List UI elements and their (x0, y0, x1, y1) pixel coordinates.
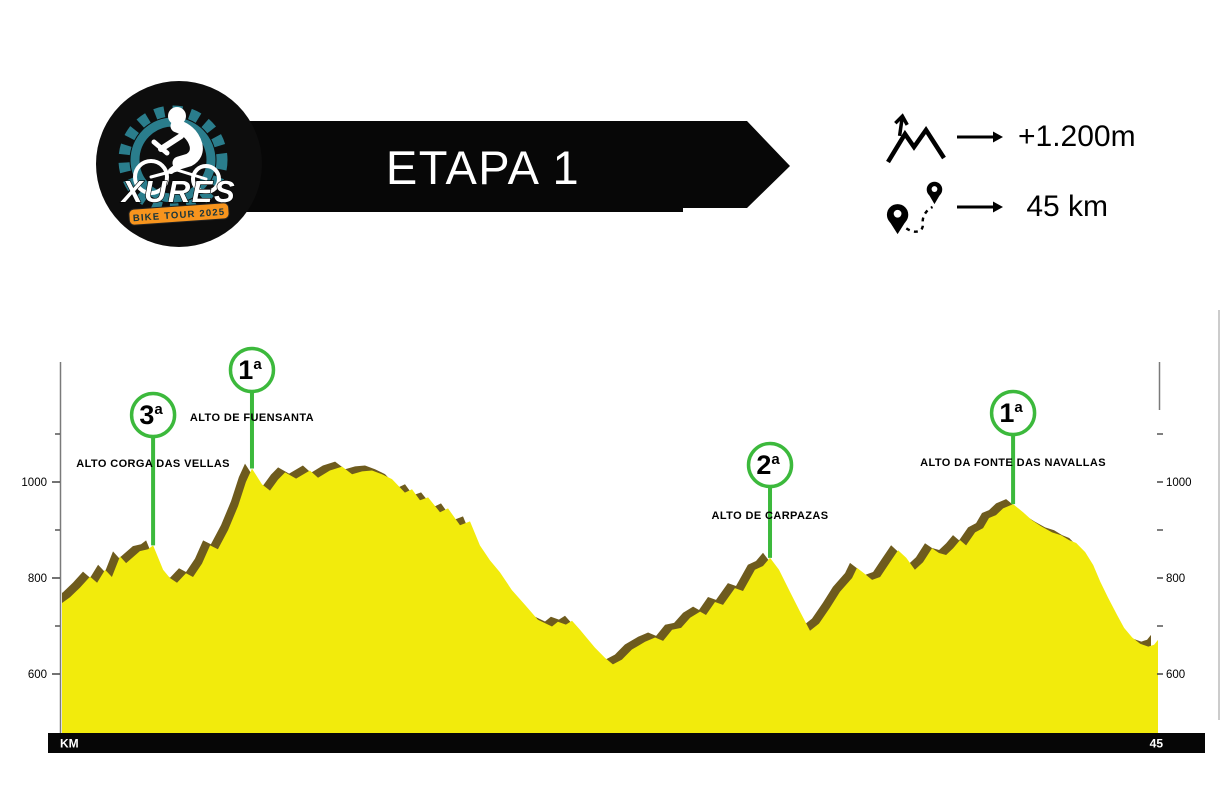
stats-panel: +1.200m 45 km (884, 106, 1184, 238)
stat-distance: 45 km (884, 176, 1184, 238)
km-bar-label: KM (60, 737, 79, 751)
climb-category-badge (989, 389, 1037, 437)
y-axis-label-right: 1000 (1166, 477, 1192, 489)
elevation-gain-icon (884, 110, 950, 164)
y-axis-label-right: 800 (1166, 573, 1185, 585)
climb-name-label: ALTO DE CARPAZAS (712, 510, 829, 522)
y-axis-label: 600 (28, 669, 47, 681)
climb-name-label: ALTO DA FONTE DAS NAVALLAS (920, 457, 1106, 469)
distance-icon (884, 178, 950, 236)
y-axis-label-right: 600 (1166, 669, 1185, 681)
climb-category-badge (228, 346, 276, 394)
climb-category: 1a (999, 398, 1023, 428)
stage-title: ETAPA 1 (386, 141, 580, 194)
elevation-profile (62, 466, 1158, 733)
climb-category: 1a (238, 355, 262, 385)
stat-elevation-gain: +1.200m (884, 106, 1184, 168)
km-bar (48, 733, 1205, 753)
climb-category: 2a (756, 450, 780, 480)
banner-arrow-shape (200, 121, 790, 212)
logo-edition-ribbon: BIKE TOUR 2025 (128, 202, 230, 226)
elevation-gain-value: +1.200m (1018, 120, 1136, 153)
y-axis-label: 1000 (21, 477, 47, 489)
climb-category-badge (129, 391, 177, 439)
arrow-right-icon (950, 129, 1010, 145)
logo-rider-icon (133, 107, 221, 195)
stage-banner: ETAPA 1 (200, 121, 790, 212)
event-logo: XURES BIKE TOUR 2025 (96, 81, 262, 247)
climb-name-label: ALTO DE FUENSANTA (190, 412, 314, 424)
y-axis-label: 800 (28, 573, 47, 585)
arrow-right-icon (950, 199, 1010, 215)
climb-category: 3a (139, 400, 163, 430)
climb-category-badge (746, 441, 794, 489)
climb-name-label: ALTO CORGA DAS VELLAS (76, 458, 230, 470)
distance-value: 45 km (1018, 190, 1109, 223)
km-bar-end-value: 45 (1150, 737, 1164, 751)
